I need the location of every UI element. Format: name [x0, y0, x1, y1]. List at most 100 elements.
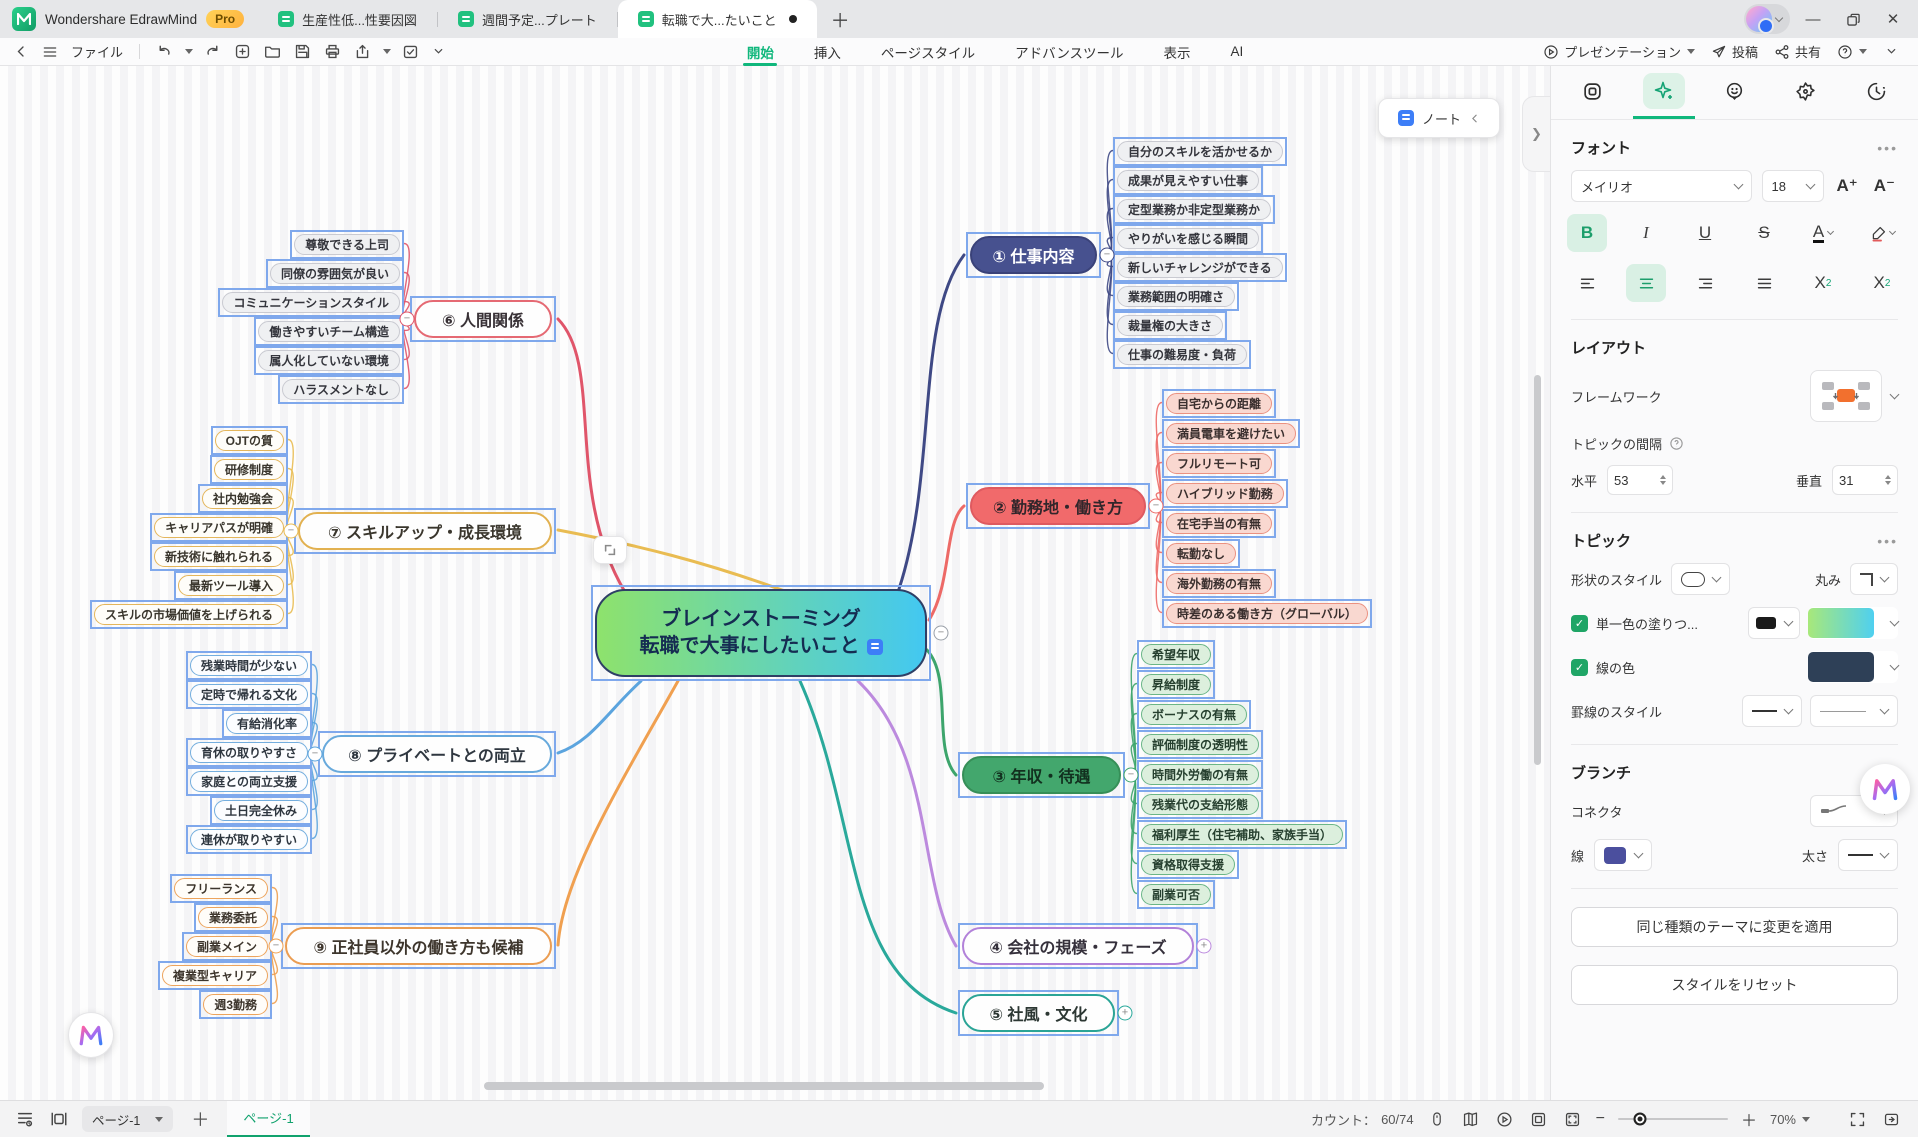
add-page-button[interactable]: ＋ [191, 1110, 210, 1130]
note-popover[interactable]: ノート [1378, 98, 1500, 138]
subtopic[interactable]: 希望年収 [1137, 640, 1216, 669]
subtopic[interactable]: スキルの市場価値を上げられる [89, 600, 288, 629]
subtopic[interactable]: 同僚の雰囲気が良い [265, 259, 404, 288]
slide-preview-icon[interactable] [48, 1110, 70, 1128]
subtopic[interactable]: 昇給制度 [1137, 670, 1216, 699]
subtopic[interactable]: 在宅手当の有無 [1162, 509, 1277, 538]
subtopic[interactable]: 副業メイン [181, 932, 272, 961]
fill-gradient-select[interactable] [1808, 607, 1900, 639]
subtopic[interactable]: 連休が取りやすい [185, 825, 312, 854]
subtopic[interactable]: 有給消化率 [221, 709, 312, 738]
branch-topic[interactable]: ① 仕事内容 [966, 232, 1101, 278]
italic-button[interactable]: I [1643, 223, 1649, 242]
map-overview-icon[interactable] [1460, 1111, 1481, 1128]
subtopic[interactable]: 残業時間が少ない [185, 651, 312, 680]
fit-window-icon[interactable] [1881, 1111, 1902, 1128]
subtopic[interactable]: 資格取得支援 [1137, 850, 1240, 879]
collapse-badge[interactable]: − [1123, 767, 1139, 783]
branch-width-select[interactable] [1838, 839, 1898, 871]
collapse-badge[interactable]: − [307, 746, 323, 762]
menu-view[interactable]: 表示 [1163, 45, 1191, 61]
subtopic[interactable]: 定時で帰れる文化 [185, 680, 312, 709]
subtopic[interactable]: 属人化していない環境 [254, 346, 404, 375]
collapse-badge[interactable]: − [1099, 247, 1115, 263]
presentation-button[interactable]: プレゼンテーション [1543, 42, 1695, 61]
zoom-level[interactable]: 70% [1770, 1112, 1810, 1127]
subtopic[interactable]: 働きやすいチーム構造 [254, 317, 404, 346]
subtopic[interactable]: 尊敬できる上司 [290, 230, 404, 259]
tab-page-setup[interactable] [1562, 66, 1624, 119]
presentation-play-icon[interactable] [1494, 1111, 1515, 1128]
subtopic[interactable]: 家庭との両立支援 [186, 767, 312, 796]
roundness-select[interactable] [1850, 563, 1898, 595]
tab-history[interactable] [1846, 66, 1908, 119]
panel-collapse-tab[interactable]: ❯ [1522, 96, 1550, 172]
line-color-checkbox[interactable]: ✓ [1571, 658, 1588, 676]
subtopic[interactable]: 成果が見えやすい仕事 [1113, 166, 1264, 195]
horizontal-scrollbar[interactable] [484, 1082, 1044, 1090]
ai-assistant-button[interactable] [68, 1012, 114, 1058]
menu-page-style[interactable]: ページスタイル [880, 45, 976, 61]
subtopic[interactable]: 残業代の支給形態 [1137, 790, 1264, 819]
tab-style[interactable] [1632, 66, 1695, 119]
vertical-scrollbar[interactable] [1534, 375, 1541, 765]
increase-font-button[interactable]: A⁺ [1836, 176, 1858, 195]
horizontal-spacing-stepper[interactable]: 53 [1607, 465, 1674, 495]
subtopic[interactable]: 業務委託 [193, 903, 272, 932]
chevron-left-icon[interactable] [1469, 113, 1480, 124]
subtopic[interactable]: 裁量権の大きさ [1113, 311, 1228, 340]
shape-style-select[interactable] [1671, 563, 1731, 595]
new-document-icon[interactable] [232, 43, 253, 60]
more-tools-caret[interactable] [430, 45, 447, 58]
collapse-badge[interactable]: + [1117, 1005, 1133, 1021]
subtopic[interactable]: ハラスメントなし [278, 375, 404, 404]
border-dash-select[interactable] [1810, 695, 1898, 727]
fullscreen-icon[interactable] [1847, 1111, 1868, 1128]
zoom-out-button[interactable]: − [1595, 1110, 1605, 1127]
underline-button[interactable]: U [1698, 223, 1712, 242]
subtopic[interactable]: 定型業務か非定型業務か [1113, 195, 1276, 224]
share-button[interactable]: 共有 [1774, 42, 1821, 61]
branch-topic[interactable]: ⑦ スキルアップ・成長環境 [294, 508, 556, 554]
fit-frame-icon[interactable] [1528, 1111, 1549, 1128]
subtopic[interactable]: 転勤なし [1162, 539, 1241, 568]
minimize-button[interactable]: — [1805, 10, 1821, 28]
topic-note-icon[interactable] [866, 638, 883, 655]
font-more-icon[interactable]: ••• [1877, 139, 1898, 156]
subtopic[interactable]: 研修制度 [209, 455, 288, 484]
branch-topic[interactable]: ⑥ 人間関係 [410, 296, 556, 342]
tab-sticker[interactable] [1704, 66, 1766, 119]
fill-solid-select[interactable] [1748, 607, 1800, 639]
ai-assistant-button-right[interactable] [1860, 764, 1910, 814]
align-left-button[interactable] [1567, 264, 1607, 302]
spin-up-icon[interactable] [1885, 475, 1891, 479]
topic-more-icon[interactable]: ••• [1877, 532, 1898, 549]
subtopic[interactable]: 業務範囲の明確さ [1113, 282, 1240, 311]
subtopic[interactable]: 複業型キャリア [157, 961, 272, 990]
branch-topic[interactable]: ② 勤務地・働き方 [966, 483, 1150, 529]
subtopic[interactable]: 満員電車を避けたい [1162, 419, 1301, 448]
collapse-subtree-button[interactable] [593, 536, 627, 564]
subtopic[interactable]: 評価制度の透明性 [1137, 730, 1264, 759]
export-icon[interactable] [352, 43, 373, 60]
doc-tab-active[interactable]: 転職で大...たいこと [617, 0, 817, 38]
menu-icon[interactable] [40, 44, 60, 60]
doc-tab-1[interactable]: 生産性低...性要因図 [258, 0, 437, 38]
zoom-slider-thumb[interactable] [1633, 1112, 1647, 1126]
decrease-font-button[interactable]: A⁻ [1873, 176, 1895, 195]
font-family-select[interactable]: メイリオ [1571, 170, 1752, 202]
mindmap-canvas[interactable]: ブレインストーミング転職で大事にしたいこと−① 仕事内容自分のスキルを活かせるか… [0, 66, 1550, 1100]
doc-tab-2[interactable]: 週間予定...プレート [438, 0, 617, 38]
subtopic[interactable]: 海外勤務の有無 [1162, 569, 1277, 598]
font-size-select[interactable]: 18 [1761, 170, 1824, 202]
menu-start[interactable]: 開始 [747, 38, 774, 66]
branch-topic[interactable]: ④ 会社の規模・フェーズ [958, 923, 1198, 969]
spin-up-icon[interactable] [1660, 475, 1667, 479]
print-icon[interactable] [322, 43, 343, 60]
subtopic[interactable]: ボーナスの有無 [1137, 700, 1252, 729]
undo-icon[interactable] [154, 43, 175, 60]
close-button[interactable]: ✕ [1886, 11, 1900, 28]
collapse-badge[interactable]: − [283, 523, 299, 539]
